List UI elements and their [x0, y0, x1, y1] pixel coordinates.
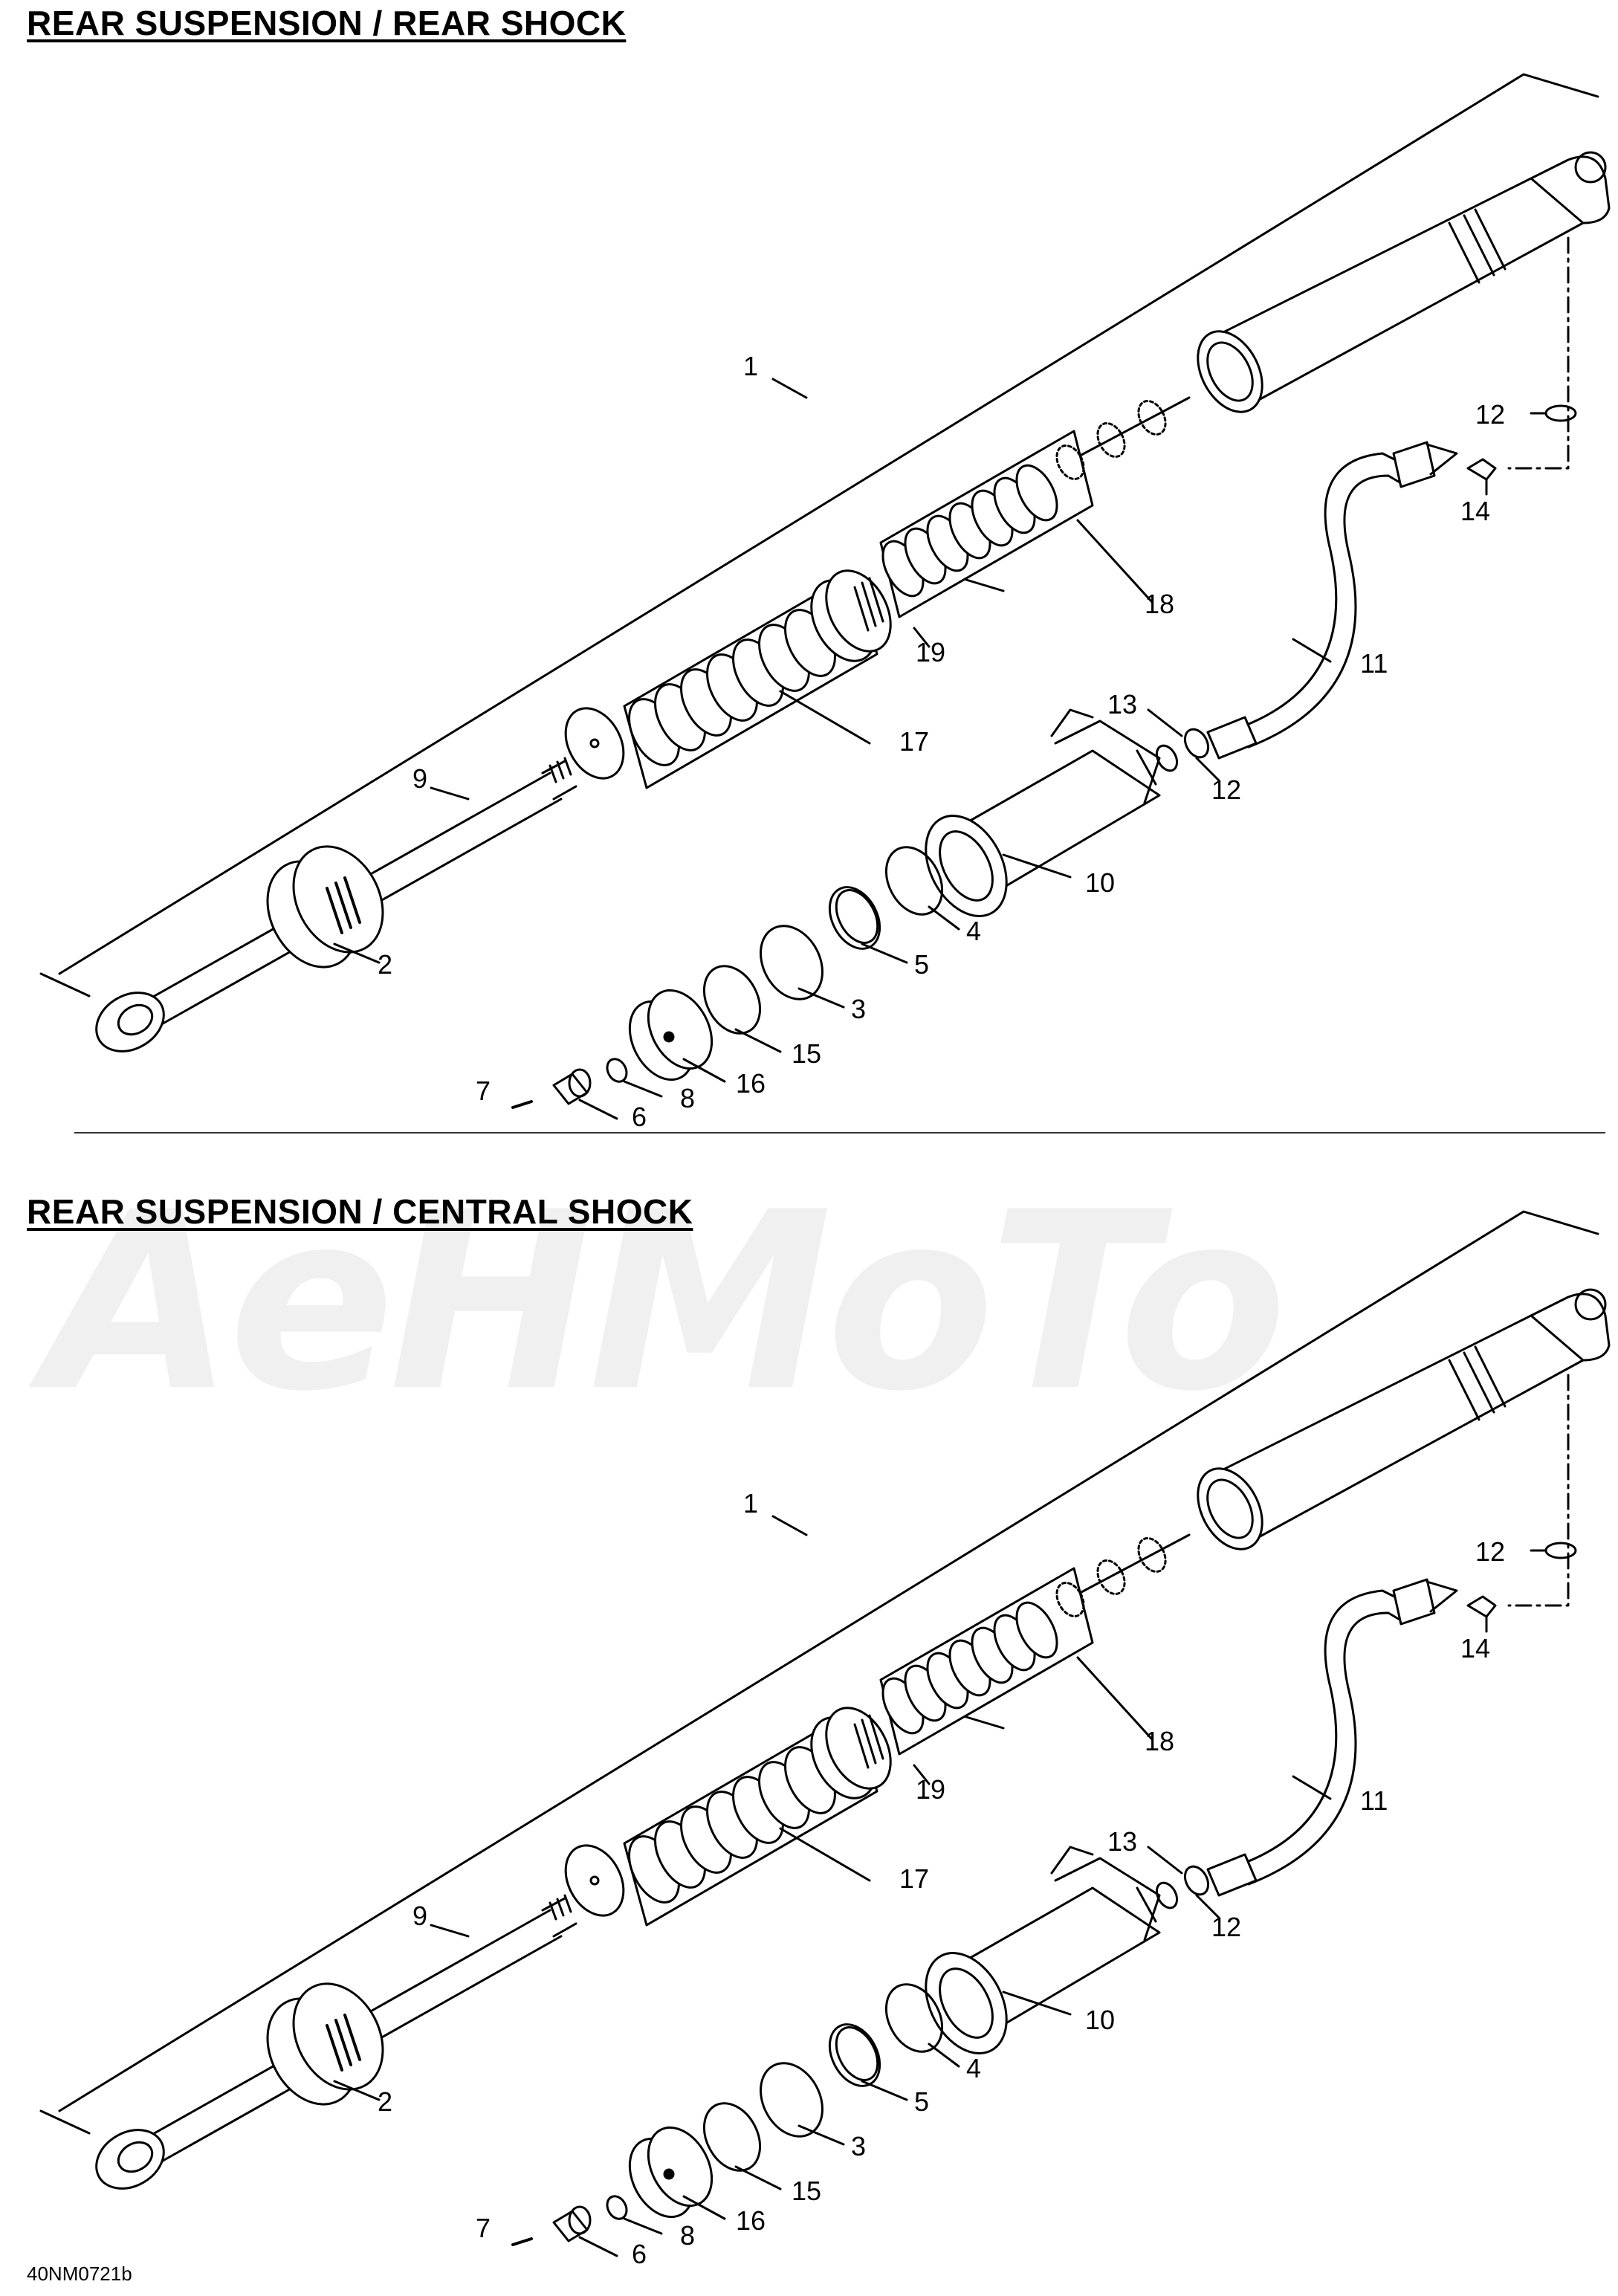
reservoir-body: [925, 1846, 1161, 2054]
o-ring-4: [884, 846, 944, 916]
section-divider: [74, 1132, 1605, 1134]
assembly-bracket-line: [58, 1210, 1599, 2112]
callout-15: 15: [792, 2176, 821, 2206]
callout-4: 4: [966, 916, 981, 946]
callout-5: 5: [914, 949, 929, 980]
section-title-central-shock: REAR SUSPENSION / CENTRAL SHOCK: [27, 1192, 693, 1231]
o-ring-12-upper: [1544, 1542, 1577, 1559]
callout-15: 15: [792, 1038, 821, 1069]
callout-14: 14: [1460, 1633, 1490, 1663]
callout-8: 8: [680, 1083, 695, 1113]
callout-17: 17: [899, 1863, 929, 1894]
shock-diagram: 1 9 2 19 18 17 11 13 12 12 14 10 4 5 3 1…: [39, 73, 1611, 1132]
reservoir-hose: [1206, 1578, 1458, 1897]
callout-3: 3: [851, 994, 866, 1024]
callout-7: 7: [476, 2213, 491, 2243]
o-ring-12: [1155, 744, 1179, 772]
shim-stack-18: [879, 1567, 1094, 1756]
callout-13: 13: [1107, 1826, 1137, 1857]
callout-17: 17: [899, 726, 929, 757]
o-ring-12: [1155, 1881, 1179, 1909]
reservoir-body: [925, 708, 1161, 917]
callout-3: 3: [851, 2131, 866, 2161]
shock-diagram: 1 9 2 19 18 17 11 13 12 12 14 10 4 5 3 1…: [39, 1210, 1611, 2269]
callout-16: 16: [736, 1068, 766, 1099]
reservoir-cap: [628, 2126, 713, 2219]
washer: [564, 707, 625, 780]
callout-9: 9: [412, 763, 427, 794]
callout-5: 5: [914, 2086, 929, 2117]
washer: [564, 1844, 625, 1917]
piston-3: [760, 925, 823, 1000]
drawing-code: 40NM0721b: [27, 2263, 132, 2285]
callout-12-upper: 12: [1475, 1536, 1505, 1567]
washer-13: [1183, 1865, 1210, 1896]
o-ring-4: [884, 1983, 944, 2053]
piston: [810, 569, 892, 662]
callout-11: 11: [1360, 1785, 1388, 1816]
callout-12-upper: 12: [1475, 399, 1505, 430]
o-ring-12-upper: [1544, 404, 1577, 422]
screw: [511, 1100, 533, 1109]
callout-10: 10: [1085, 867, 1115, 898]
callout-13: 13: [1107, 689, 1137, 719]
piston-3: [760, 2062, 823, 2138]
body-cap: [266, 845, 384, 968]
o-ring-8: [606, 1058, 628, 1083]
callout-7: 7: [476, 1076, 491, 1106]
callout-16: 16: [736, 2205, 766, 2236]
reservoir-cap: [628, 989, 713, 1081]
section-title-rear-shock: REAR SUSPENSION / REAR SHOCK: [27, 4, 627, 42]
callout-4: 4: [966, 2053, 981, 2083]
callout-6: 6: [632, 2239, 647, 2269]
callout-1: 1: [743, 1488, 758, 1519]
exploded-view-rear-shock: 1 9 2 19 18 17 11 13 12 12 14 10 4 5 3 1…: [0, 0, 1618, 1132]
valve: [552, 1068, 592, 1105]
exploded-view-central-shock: 1 9 2 19 18 17 11 13 12 12 14 10 4 5 3 1…: [0, 1137, 1618, 2269]
assembly-bracket-lower: [39, 972, 91, 997]
callout-1: 1: [743, 351, 758, 381]
callout-14: 14: [1460, 496, 1490, 526]
callout-18: 18: [1145, 1726, 1174, 1756]
washer-13: [1183, 728, 1210, 759]
o-ring-15: [702, 2102, 762, 2172]
callout-10: 10: [1085, 2005, 1115, 2035]
callout-8: 8: [680, 2220, 695, 2251]
callout-18: 18: [1145, 589, 1174, 619]
callout-12-lower: 12: [1211, 775, 1241, 805]
shock-body: [1197, 151, 1611, 413]
callout-2: 2: [378, 949, 392, 980]
fitting-14: [1466, 1595, 1497, 1618]
screw: [511, 2237, 533, 2246]
valve: [552, 2205, 592, 2242]
callout-6: 6: [632, 1102, 647, 1132]
shim-stack-17: [623, 1708, 878, 1927]
o-ring-8: [606, 2195, 628, 2220]
shock-body: [1197, 1288, 1611, 1550]
callout-9: 9: [412, 1901, 427, 1931]
callout-19: 19: [916, 637, 945, 667]
assembly-bracket-line: [58, 73, 1599, 975]
callout-2: 2: [378, 2086, 392, 2117]
body-cap: [266, 1982, 384, 2106]
shock-shaft: [95, 1894, 577, 2190]
callout-11: 11: [1360, 648, 1388, 679]
assembly-bracket-lower: [39, 2109, 91, 2135]
callout-19: 19: [916, 1774, 945, 1805]
shim-stack-18: [879, 430, 1094, 618]
fitting-14: [1466, 458, 1497, 481]
callout-12-lower: 12: [1211, 1912, 1241, 1942]
o-ring-15: [702, 965, 762, 1035]
piston: [810, 1707, 892, 1799]
reservoir-hose: [1206, 441, 1458, 760]
